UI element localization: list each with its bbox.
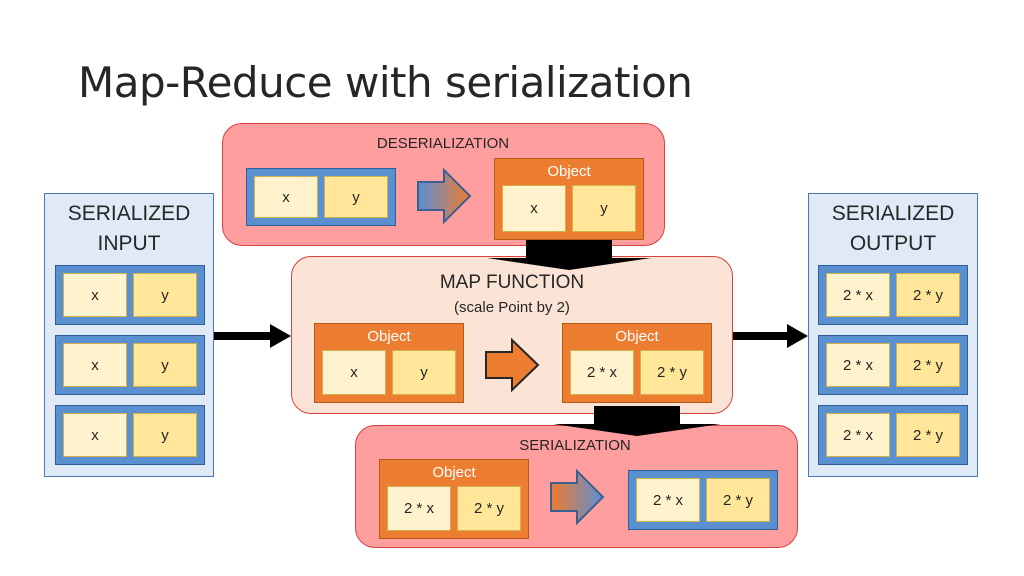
serialized-output-label: SERIALIZED OUTPUT	[809, 199, 977, 259]
object-cell-y: y	[392, 350, 456, 395]
deserialization-label: DESERIALIZATION	[376, 135, 510, 152]
map-to-output-arrow-icon	[733, 324, 808, 348]
slide-title: Map-Reduce with serialization	[78, 58, 693, 107]
object-label: Object	[547, 163, 591, 180]
input-to-map-arrow-icon	[214, 324, 291, 348]
output-cell-2x: 2 * x	[826, 343, 890, 387]
deserialized-object: Object x y	[494, 158, 644, 240]
deser-to-map-arrow-icon	[487, 240, 651, 270]
input-cell-y: y	[133, 273, 197, 317]
map-output-object: Object 2 * x 2 * y	[562, 323, 712, 403]
output-cell-2x: 2 * x	[826, 413, 890, 457]
input-cell-x: x	[63, 273, 127, 317]
object-cell-x: x	[502, 185, 566, 232]
input-record-1: x y	[55, 265, 205, 325]
map-function-sublabel: (scale Point by 2)	[454, 299, 570, 316]
deserialization-input-record: x y	[246, 168, 396, 226]
ser-cell-2y: 2 * y	[706, 478, 770, 522]
output-cell-2y: 2 * y	[896, 413, 960, 457]
serialized-input-label-line2: INPUT	[97, 232, 161, 255]
output-record-1: 2 * x 2 * y	[818, 265, 968, 325]
map-input-object: Object x y	[314, 323, 464, 403]
input-cell-x: x	[63, 413, 127, 457]
object-label: Object	[615, 328, 659, 345]
input-cell-y: y	[133, 413, 197, 457]
serialization-output-record: 2 * x 2 * y	[628, 470, 778, 530]
output-record-2: 2 * x 2 * y	[818, 335, 968, 395]
output-cell-2y: 2 * y	[896, 343, 960, 387]
ser-cell-2x: 2 * x	[636, 478, 700, 522]
deserialize-arrow-icon	[417, 167, 472, 225]
input-record-3: x y	[55, 405, 205, 465]
serialized-output-label-line1: SERIALIZED	[831, 202, 955, 225]
input-cell-y: y	[133, 343, 197, 387]
deser-cell-x: x	[254, 176, 318, 218]
object-cell-2x: 2 * x	[387, 486, 451, 531]
input-cell-x: x	[63, 343, 127, 387]
map-function-label: MAP FUNCTION	[439, 272, 585, 293]
object-label: Object	[432, 464, 476, 481]
serialize-arrow-icon	[550, 468, 605, 526]
serialized-input-label: SERIALIZED INPUT	[45, 199, 213, 259]
object-cell-x: x	[322, 350, 386, 395]
object-cell-2x: 2 * x	[570, 350, 634, 395]
map-arrow-icon	[485, 337, 540, 393]
serialized-input-label-line1: SERIALIZED	[67, 202, 191, 225]
object-cell-2y: 2 * y	[457, 486, 521, 531]
output-cell-2x: 2 * x	[826, 273, 890, 317]
object-cell-y: y	[572, 185, 636, 232]
map-to-ser-arrow-icon	[553, 406, 721, 436]
output-cell-2y: 2 * y	[896, 273, 960, 317]
serialization-object: Object 2 * x 2 * y	[379, 459, 529, 539]
serialized-output-label-line2: OUTPUT	[849, 232, 937, 255]
object-cell-2y: 2 * y	[640, 350, 704, 395]
object-label: Object	[367, 328, 411, 345]
output-record-3: 2 * x 2 * y	[818, 405, 968, 465]
deser-cell-y: y	[324, 176, 388, 218]
input-record-2: x y	[55, 335, 205, 395]
serialization-label: SERIALIZATION	[519, 437, 631, 454]
